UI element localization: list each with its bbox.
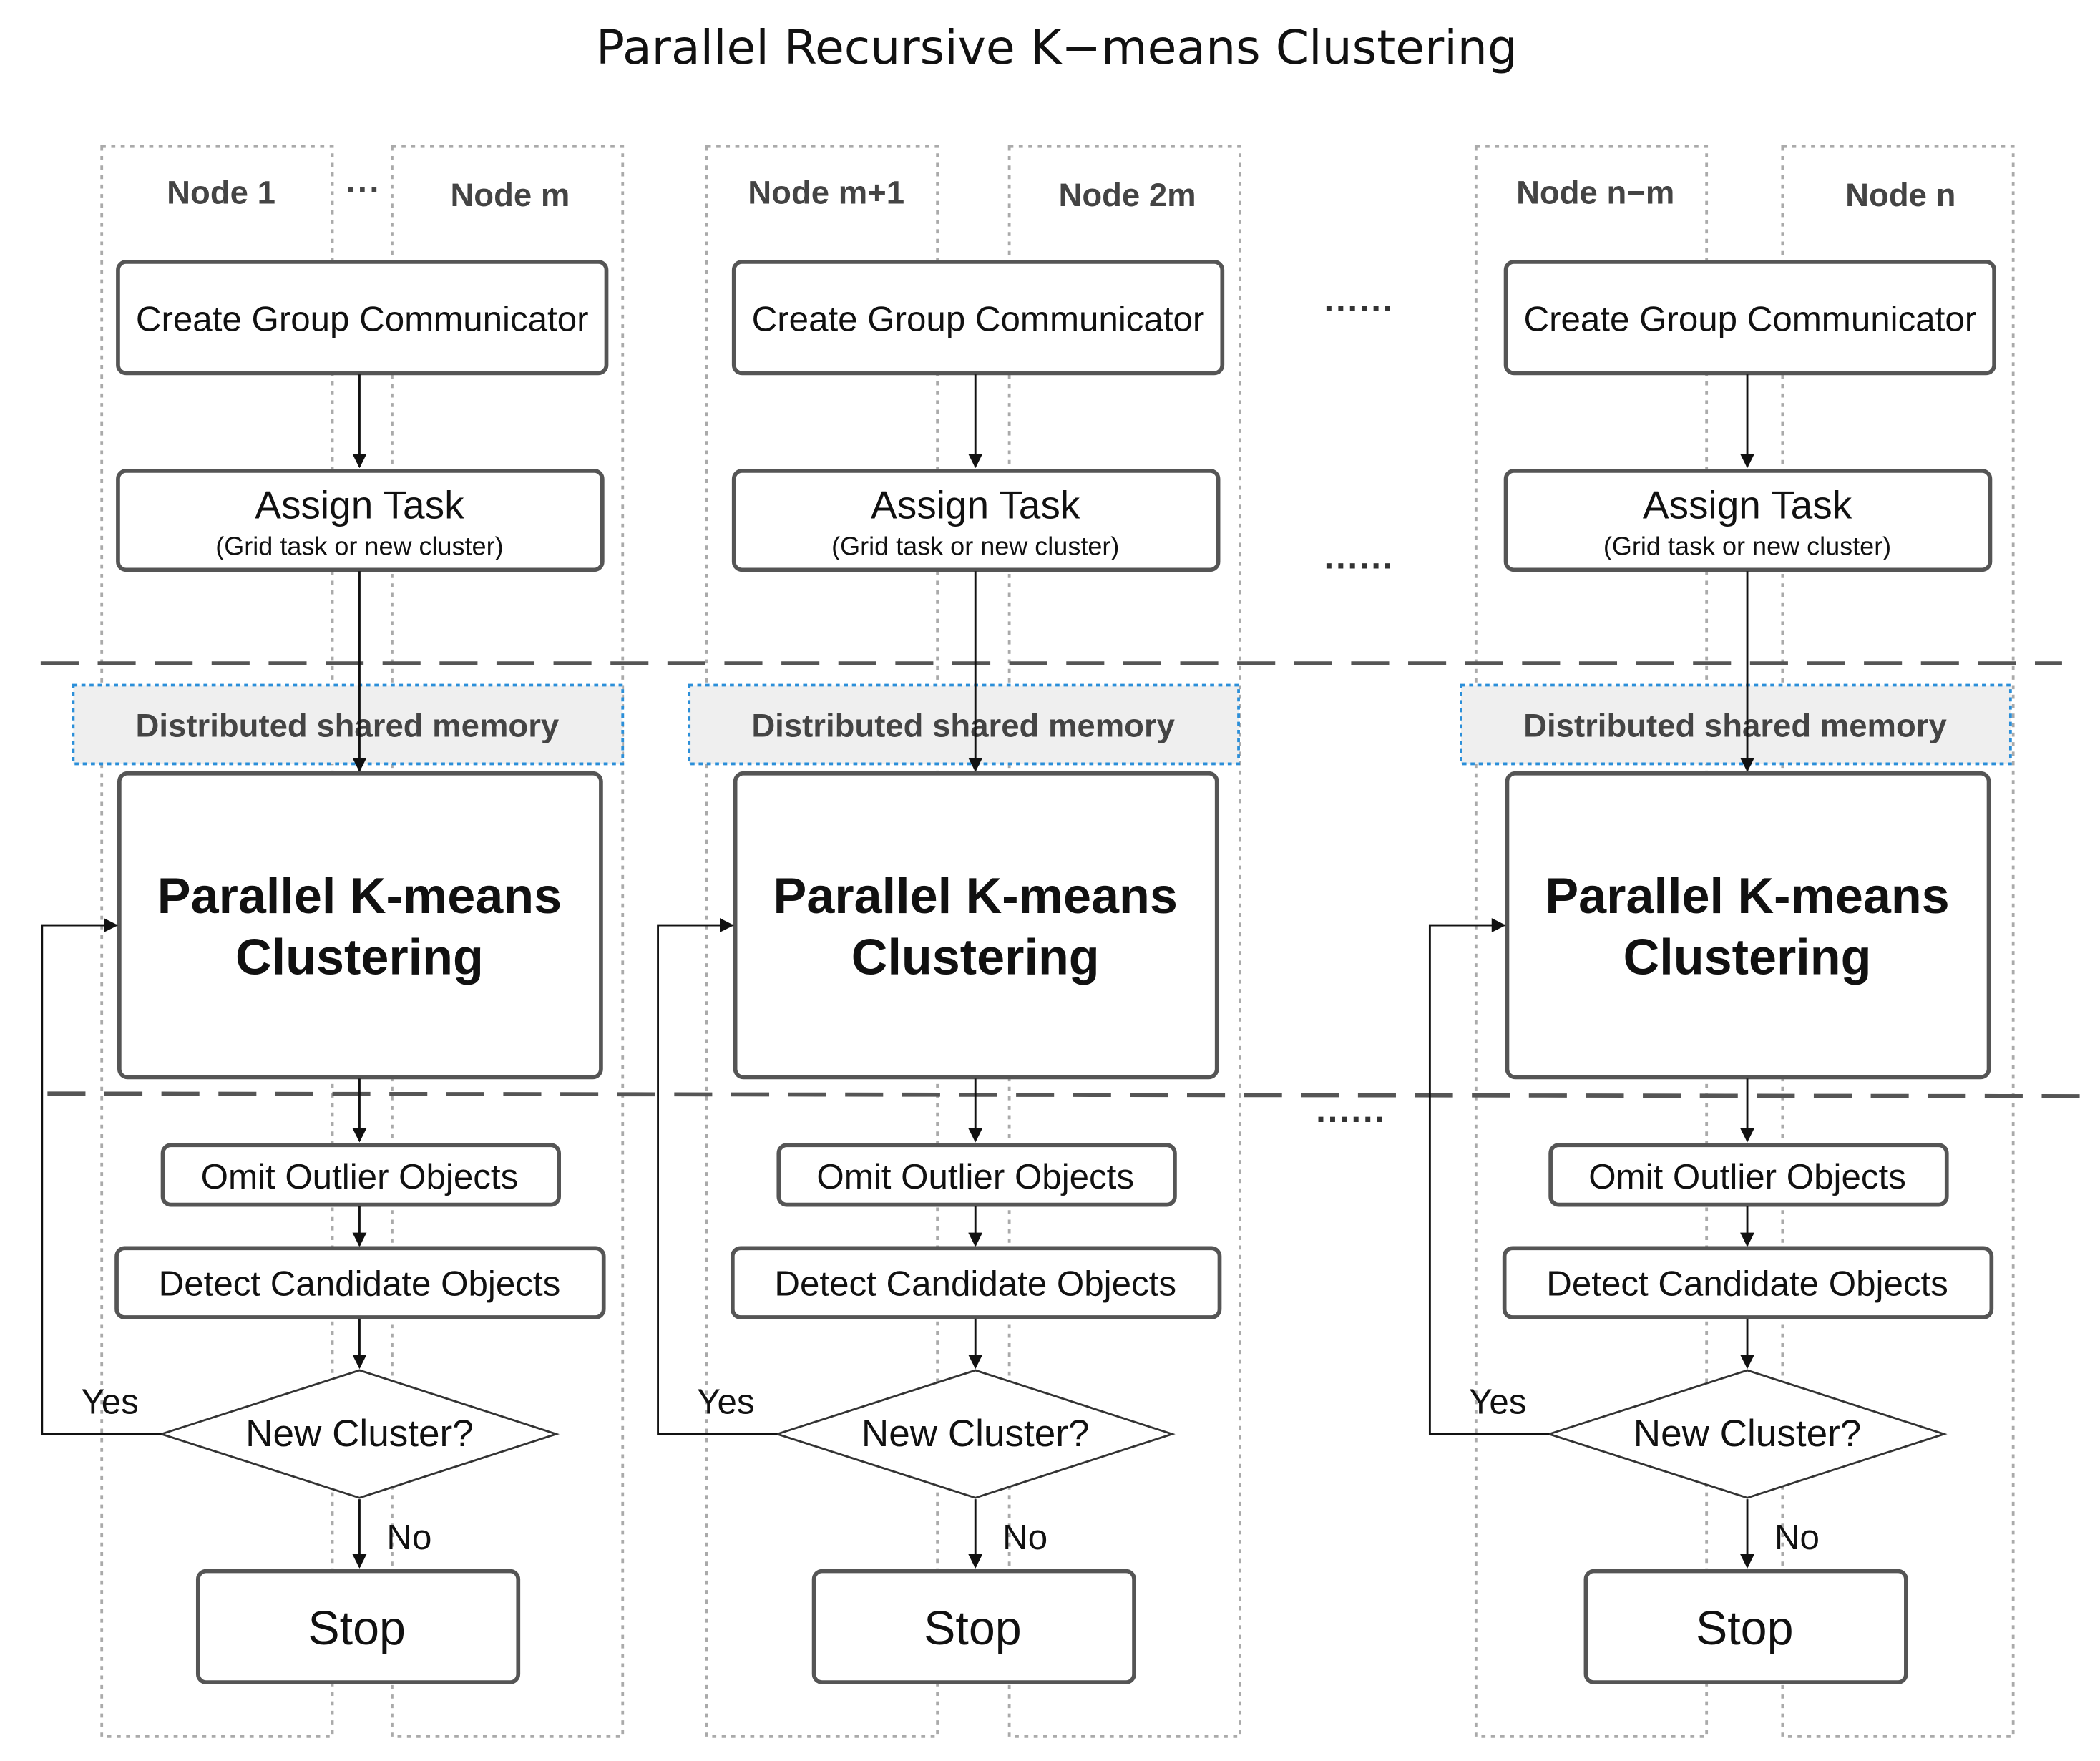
kmeans-label-line2: Clustering — [235, 928, 484, 985]
shared-memory-label: Distributed shared memory — [751, 708, 1175, 744]
new-cluster-decision — [1545, 1369, 1948, 1499]
kmeans-label-line1: Parallel K-means — [157, 867, 562, 924]
group-ellipsis: ······ — [1324, 288, 1395, 328]
detect-candidates-label: Detect Candidate Objects — [1546, 1264, 1948, 1304]
assign-task-box — [731, 469, 1221, 572]
create-communicator-box — [1503, 260, 1996, 376]
shared-memory-band — [1460, 683, 2012, 766]
node-label: Node 1 — [167, 174, 275, 210]
yes-label: Yes — [1469, 1382, 1526, 1422]
omit-outliers-box — [776, 1143, 1177, 1207]
omit-outliers-label: Omit Outlier Objects — [201, 1157, 519, 1196]
kmeans-box — [117, 771, 603, 1080]
new-cluster-decision-label: New Cluster? — [861, 1413, 1090, 1455]
create-communicator-box — [116, 260, 609, 376]
group-ellipsis: ······ — [1324, 547, 1395, 586]
detect-candidates-box — [1502, 1246, 1994, 1319]
create-communicator-label: Create Group Communicator — [136, 300, 589, 339]
assign-task-sublabel: (Grid task or new cluster) — [1603, 531, 1891, 560]
detect-candidates-box — [114, 1246, 606, 1319]
omit-outliers-box — [1548, 1143, 1949, 1207]
assign-task-label: Assign Task — [255, 482, 464, 527]
create-communicator-label: Create Group Communicator — [1523, 300, 1976, 339]
group-ellipsis: ······ — [1316, 1100, 1386, 1139]
shared-memory-band — [72, 683, 625, 766]
shared-memory-label: Distributed shared memory — [1523, 708, 1947, 744]
stop-box — [811, 1569, 1136, 1684]
assign-task-sublabel: (Grid task or new cluster) — [215, 531, 503, 560]
node-gap-ellipsis: ⋯ — [345, 170, 380, 209]
node-label: Node n — [1845, 177, 1955, 213]
new-cluster-decision-label: New Cluster? — [1633, 1413, 1862, 1455]
shared-memory-label: Distributed shared memory — [136, 708, 560, 744]
omit-outliers-box — [160, 1143, 561, 1207]
node-label: Node m+1 — [748, 174, 904, 210]
assign-task-label: Assign Task — [1643, 482, 1852, 527]
omit-outliers-label: Omit Outlier Objects — [816, 1157, 1134, 1196]
node-label: Node m — [450, 177, 570, 213]
stop-label: Stop — [1696, 1602, 1794, 1655]
assign-task-label: Assign Task — [871, 482, 1080, 527]
no-label: No — [386, 1518, 431, 1557]
no-label: No — [1774, 1518, 1820, 1557]
stop-label: Stop — [924, 1602, 1022, 1655]
new-cluster-decision-label: New Cluster? — [245, 1413, 474, 1455]
no-label: No — [1002, 1518, 1047, 1557]
detect-candidates-label: Detect Candidate Objects — [159, 1264, 561, 1304]
kmeans-label-line2: Clustering — [851, 928, 1100, 985]
diagram-title: Parallel Recursive K−means Clustering — [595, 21, 1518, 77]
kmeans-label-line2: Clustering — [1623, 928, 1872, 985]
create-communicator-box — [731, 260, 1225, 376]
detect-candidates-box — [730, 1246, 1222, 1319]
separator-line-bottom — [47, 1091, 2096, 1098]
yes-label: Yes — [697, 1382, 754, 1422]
assign-task-sublabel: (Grid task or new cluster) — [831, 531, 1119, 560]
kmeans-box — [733, 771, 1219, 1080]
yes-loop-arrow — [1428, 918, 1550, 1435]
new-cluster-decision — [773, 1369, 1176, 1499]
kmeans-label-line1: Parallel K-means — [773, 867, 1178, 924]
assign-task-box — [116, 469, 605, 572]
kmeans-box — [1505, 771, 1991, 1080]
yes-loop-arrow — [41, 918, 162, 1435]
shared-memory-band — [688, 683, 1240, 766]
node-label: Node n−m — [1516, 174, 1674, 210]
omit-outliers-label: Omit Outlier Objects — [1588, 1157, 1906, 1196]
yes-label: Yes — [81, 1382, 138, 1422]
create-communicator-label: Create Group Communicator — [752, 300, 1205, 339]
yes-loop-arrow — [657, 918, 778, 1435]
kmeans-label-line1: Parallel K-means — [1545, 867, 1949, 924]
stop-box — [195, 1569, 521, 1684]
detect-candidates-label: Detect Candidate Objects — [774, 1264, 1176, 1304]
stop-box — [1583, 1569, 1908, 1684]
stop-label: Stop — [308, 1602, 406, 1655]
node-label: Node 2m — [1058, 177, 1196, 213]
assign-task-box — [1503, 469, 1993, 572]
new-cluster-decision — [157, 1369, 560, 1499]
